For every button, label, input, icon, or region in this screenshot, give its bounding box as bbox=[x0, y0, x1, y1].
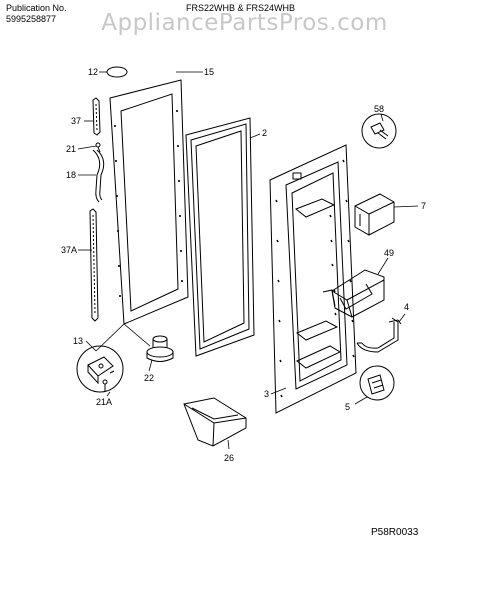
part-58-screw-detail bbox=[361, 113, 397, 149]
callout-15: 15 bbox=[204, 67, 214, 77]
part-49-door-bin bbox=[322, 269, 385, 318]
callout-18: 18 bbox=[66, 170, 76, 180]
part-7-dairy-cover bbox=[354, 193, 395, 236]
watermark: AppliancePartsPros.com bbox=[101, 10, 388, 36]
part-21-screw bbox=[95, 142, 101, 153]
part-4-retainer bbox=[356, 317, 402, 353]
publication-label: Publication No. bbox=[6, 3, 67, 13]
publication-number: 5995258877 bbox=[6, 14, 57, 24]
part-18-bracket bbox=[92, 149, 105, 203]
part-26-crisper-bin bbox=[183, 397, 247, 447]
model-numbers: FRS22WHB & FRS24WHB bbox=[186, 3, 296, 13]
callout-58: 58 bbox=[374, 104, 384, 114]
part-3-inner-door-panel bbox=[269, 144, 357, 414]
callout-12: 12 bbox=[88, 67, 98, 77]
callout-3: 3 bbox=[264, 389, 269, 399]
part-5-switch-detail bbox=[359, 365, 395, 401]
part-37a-hinge-strip bbox=[89, 208, 99, 322]
callout-22: 22 bbox=[144, 373, 154, 383]
part-15-gasket-frame bbox=[109, 79, 189, 325]
part-13-hinge-detail bbox=[76, 345, 124, 393]
callout-37: 37 bbox=[71, 116, 81, 126]
part-22-bushing bbox=[146, 335, 174, 362]
callout-37a: 37A bbox=[61, 245, 77, 255]
part-12-badge bbox=[106, 66, 128, 78]
callout-21a: 21A bbox=[96, 397, 112, 407]
part-21a-screw bbox=[102, 379, 108, 392]
callout-5: 5 bbox=[345, 402, 350, 412]
callout-4: 4 bbox=[404, 302, 409, 312]
callout-21: 21 bbox=[66, 144, 76, 154]
callout-2: 2 bbox=[262, 128, 267, 138]
part-2-door-liner bbox=[185, 117, 255, 357]
callout-49: 49 bbox=[384, 248, 394, 258]
part-37-hinge-strip bbox=[92, 97, 101, 136]
callout-13: 13 bbox=[73, 336, 83, 346]
callout-7: 7 bbox=[421, 201, 426, 211]
callout-26: 26 bbox=[224, 453, 234, 463]
diagram-code: P58R0033 bbox=[371, 527, 419, 538]
